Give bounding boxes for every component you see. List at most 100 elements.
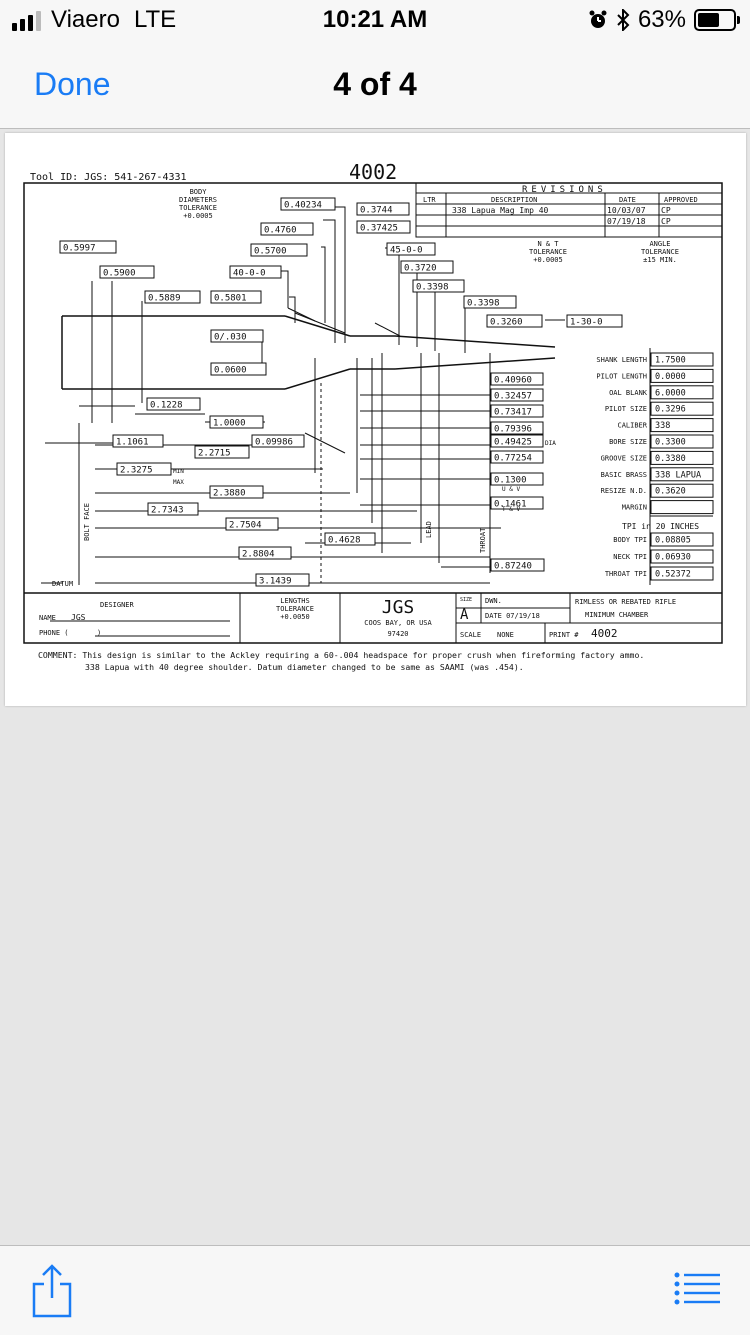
diameter-h: 0.3720 [404,264,437,274]
diameter-ed-box [59,240,117,254]
designer-label: DESIGNER [100,601,135,609]
right-dim-0-box [490,372,544,386]
spec-label-3: PILOT SIZE [605,405,647,413]
company-city: COOS BAY, OR USA [364,619,432,627]
length-o: 0.1228 [150,401,183,411]
diameter-b: 0.5889 [148,294,181,304]
length-el: 1.1061 [116,438,149,448]
angle-j: 1-30-0 [570,318,603,328]
tpi-label-2: THROAT TPI [605,570,647,578]
angle-tolerance-1: ANGLE [649,240,670,248]
right-dim-4-box [490,434,544,448]
tool-id: Tool ID: JGS: 541-267-4331 [30,172,187,183]
comment-line-1: COMMENT: This design is similar to the A… [38,650,644,660]
diameter-e: 0.5700 [254,247,287,257]
right-dim-7: 0.1461 [494,500,527,510]
right-dim-2-box [490,404,544,418]
date-label: DATE 07/19/18 [485,612,540,620]
length-r: 2.3275 [120,466,153,476]
lead-label: LEAD [425,521,433,538]
revisions-title: REVISIONS [522,185,607,195]
right-dim-2: 0.73417 [494,408,532,418]
spec-value-2: 6.0000 [655,388,686,398]
length-el-box [112,434,164,448]
throat-dim: 0.87240 [494,562,532,572]
diameter-m: 0.0600 [214,366,247,376]
diameter-ed: 0.5997 [63,244,96,254]
length-w: 3.1439 [259,577,292,587]
spec-box-0 [650,352,714,367]
revision-approved-2: CP [661,217,671,226]
right-dim-5: 0.77254 [494,454,532,464]
body-diameters-label-4: +0.0005 [183,212,213,220]
size-label: SIZE [460,597,472,603]
right-dim-1-box [490,388,544,402]
min-tag: MIN [173,468,184,475]
spec-label-5: BORE SIZE [609,438,647,446]
share-icon[interactable] [30,1264,74,1318]
spec-box-3 [650,401,714,416]
done-button[interactable]: Done [34,66,111,102]
tpi-value-1: 0.06930 [655,553,691,563]
comment-line-2: 338 Lapua with 40 degree shoulder. Datum… [85,662,524,672]
length-u-box [225,517,279,531]
tpi-header: TPI in 20 INCHES [622,522,699,531]
spec-value-5: 0.3300 [655,438,686,448]
bluetooth-icon [617,9,630,31]
spec-value-0: 1.7500 [655,356,686,366]
spec-label-7: BASIC BRASS [601,471,647,479]
navigation-bar: Done 4 of 4 [0,40,750,129]
max-tag: MAX [173,479,184,486]
diameter-a: 0.5900 [103,269,136,279]
throat-label: THROAT [479,527,487,553]
throat-dim-box [490,558,545,572]
name-label: NAME [39,614,56,622]
network-label: LTE [133,6,177,33]
diameter-z: 0.3260 [490,318,523,328]
spec-value-7: 338 LAPUA [655,470,701,480]
diameter-z-box [486,314,543,328]
list-icon[interactable] [674,1272,720,1306]
right-dim-3-box [490,421,544,435]
diameter-b-box [144,290,201,304]
battery-icon [694,9,740,31]
spec-label-4: CALIBER [617,422,647,430]
lengths-tolerance-2: TOLERANCE [276,605,314,613]
nt-tolerance-3: +0.0005 [533,256,563,264]
length-s: 2.3880 [213,489,246,499]
bottom-toolbar [0,1245,750,1335]
revision-date-1: 10/03/07 [607,206,646,215]
page-counter-title: 4 of 4 [333,66,417,102]
length-mid-box [251,434,305,448]
length-r-box [116,462,172,476]
right-dim-5-box [490,450,544,464]
carrier-label: Viaero [51,6,120,33]
name-value: JGS [71,613,86,622]
right-dim-7-box [490,496,544,510]
right-dim-4: 0.49425 [494,438,532,448]
length-w-box [255,573,310,587]
diameter-l: 0/.030 [214,333,247,343]
phone-value: ) [97,629,101,637]
size-value: A [460,607,469,623]
diameter-c2-box [356,220,411,234]
spec-box-4 [650,418,714,433]
diameter-d-box [260,222,314,236]
revisions-header-date: DATE [619,196,636,204]
spec-value-6: 0.3380 [655,454,686,464]
spec-label-9: MARGIN [622,504,647,512]
length-q: 2.2715 [198,449,231,459]
tpi-value-0: 0.08805 [655,536,691,546]
angle-n: 45-0-0 [390,246,423,256]
spec-box-1 [650,368,714,383]
dia-tag: DIA [545,440,556,447]
angle-tolerance-3: ±15 MIN. [643,256,677,264]
diameter-g: 0.3398 [416,283,449,293]
right-dim-6: 0.1300 [494,476,527,486]
diameter-a-box [99,265,155,279]
diameter-top-body: 0.40234 [284,201,322,211]
spec-label-6: GROOVE SIZE [601,454,647,462]
nt-tolerance-2: TOLERANCE [529,248,567,256]
